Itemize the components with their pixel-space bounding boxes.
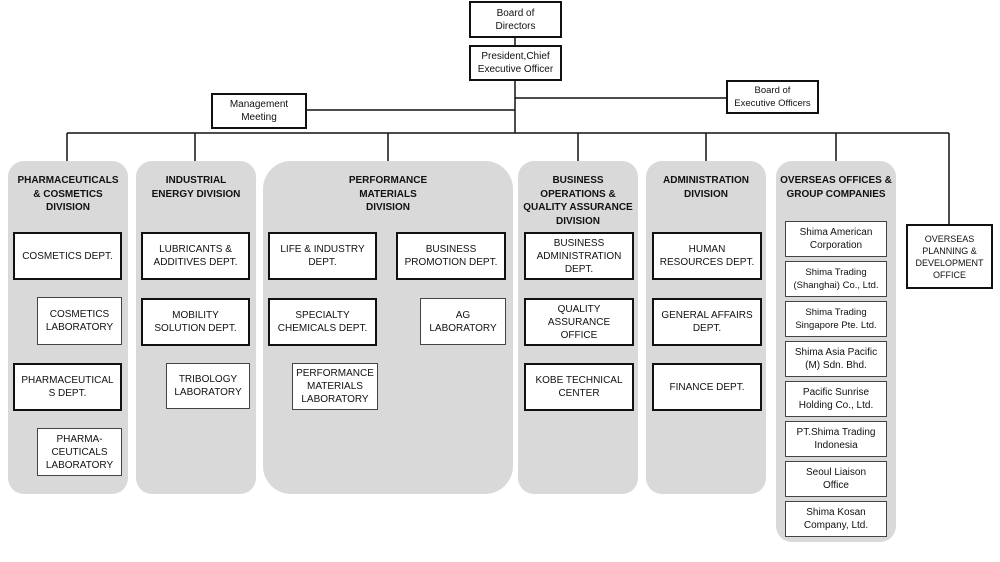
performance-materials-division-title: PERFORMANCE MATERIALS DIVISION (348, 175, 428, 213)
company-box: Shima Kosan Company, Ltd. (785, 501, 887, 537)
company-box: Shima Trading Singapore Pte. Ltd. (785, 301, 887, 337)
quality-assurance-office-box: QUALITY ASSURANCE OFFICE (524, 298, 634, 346)
business-administration-dept-box: BUSINESS ADMINISTRATION DEPT. (524, 232, 634, 280)
company-box: PT.Shima Trading Indonesia (785, 421, 887, 457)
pharma-cosmetics-division-title: PHARMACEUTICALS & COSMETICS DIVISION (17, 175, 119, 213)
industrial-energy-division-title: INDUSTRIAL ENERGY DIVISION (151, 175, 241, 200)
business-operations-division-title: BUSINESS OPERATIONS & QUALITY ASSURANCE … (523, 175, 633, 227)
company-box: Pacific Sunrise Holding Co., Ltd. (785, 381, 887, 417)
pharmaceuticals-dept-box: PHARMACEUTICAL S DEPT. (13, 363, 122, 411)
board-of-executive-officers-box: Board of Executive Officers (726, 80, 819, 114)
company-box: Shima American Corporation (785, 221, 887, 257)
company-box: Shima Trading (Shanghai) Co., Ltd. (785, 261, 887, 297)
business-promotion-dept-box: BUSINESS PROMOTION DEPT. (396, 232, 506, 280)
kobe-technical-center-box: KOBE TECHNICAL CENTER (524, 363, 634, 411)
president-ceo-box: President,Chief Executive Officer (469, 45, 562, 81)
performance-materials-laboratory-box: PERFORMANCE MATERIALS LABORATORY (292, 363, 378, 410)
tribology-laboratory-box: TRIBOLOGY LABORATORY (166, 363, 250, 409)
cosmetics-laboratory-box: COSMETICS LABORATORY (37, 297, 122, 345)
ag-laboratory-box: AG LABORATORY (420, 298, 506, 345)
overseas-planning-development-office-box: OVERSEAS PLANNING & DEVELOPMENT OFFICE (906, 224, 993, 289)
human-resources-dept-box: HUMAN RESOURCES DEPT. (652, 232, 762, 280)
board-of-directors-box: Board of Directors (469, 1, 562, 38)
specialty-chemicals-dept-box: SPECIALTY CHEMICALS DEPT. (268, 298, 377, 346)
general-affairs-dept-box: GENERAL AFFAIRS DEPT. (652, 298, 762, 346)
lubricants-additives-dept-box: LUBRICANTS & ADDITIVES DEPT. (141, 232, 250, 280)
administration-division-title: ADMINISTRATION DIVISION (663, 175, 749, 200)
management-meeting-box: Management Meeting (211, 93, 307, 129)
mobility-solution-dept-box: MOBILITY SOLUTION DEPT. (141, 298, 250, 346)
pharmaceuticals-laboratory-box: PHARMA- CEUTICALS LABORATORY (37, 428, 122, 476)
finance-dept-box: FINANCE DEPT. (652, 363, 762, 411)
overseas-offices-group-companies-title: OVERSEAS OFFICES & GROUP COMPANIES (780, 175, 892, 200)
company-box: Shima Asia Pacific (M) Sdn. Bhd. (785, 341, 887, 377)
life-industry-dept-box: LIFE & INDUSTRY DEPT. (268, 232, 377, 280)
company-box: Seoul Liaison Office (785, 461, 887, 497)
cosmetics-dept-box: COSMETICS DEPT. (13, 232, 122, 280)
